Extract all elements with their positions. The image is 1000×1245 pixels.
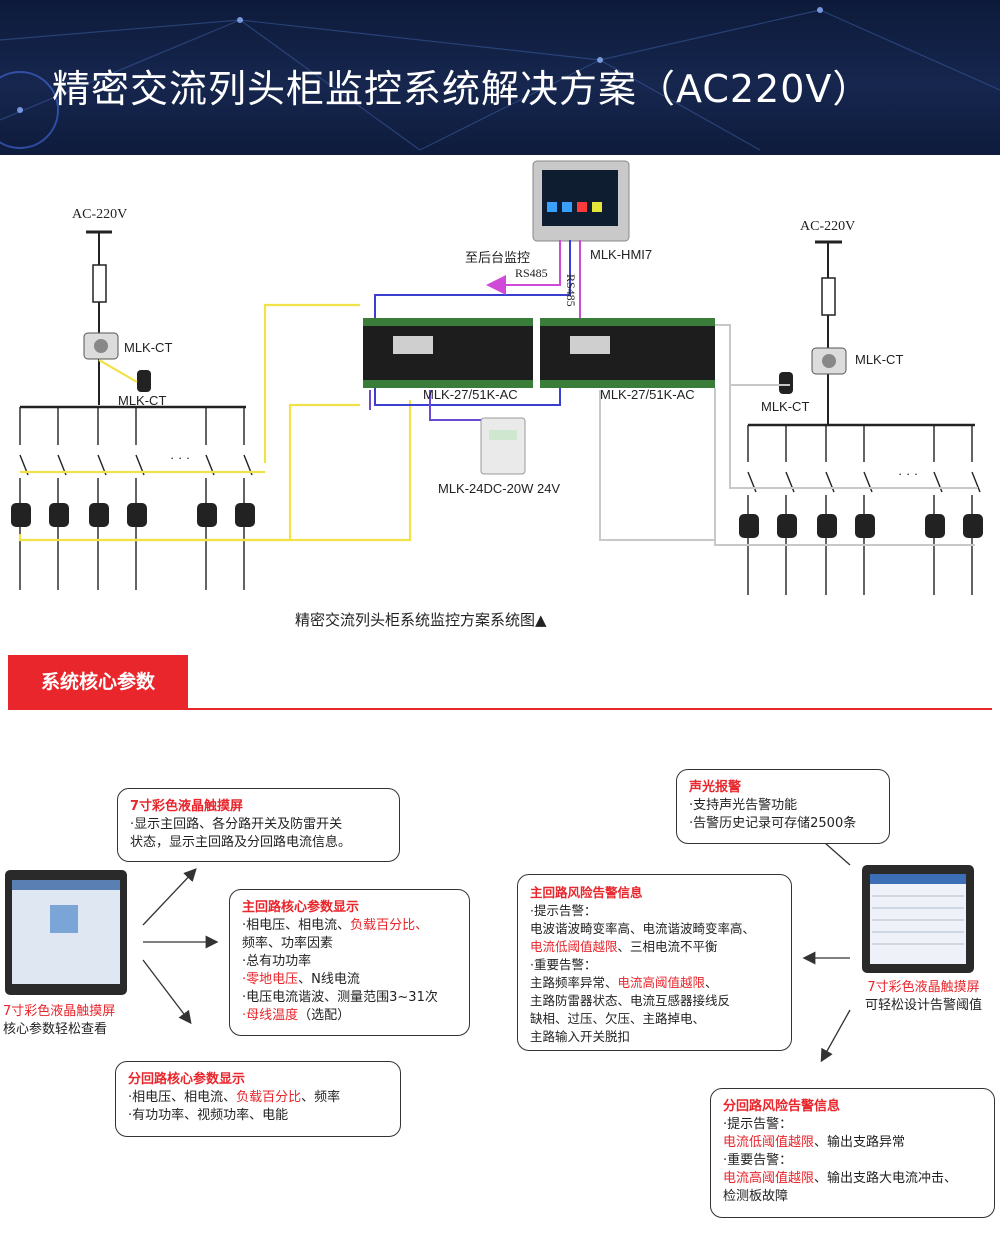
screen-feature-title: 7寸彩色液晶触摸屏 <box>130 799 244 814</box>
left-branch-ellipsis: · · · <box>170 450 191 465</box>
right-ct-sub-label: MLK-CT <box>761 399 810 414</box>
header-banner: 精密交流列头柜监控系统解决方案（AC220V） <box>0 0 1000 155</box>
module-right-device <box>540 318 715 388</box>
branch-risk-line-5: 检测板故障 <box>723 1189 789 1204</box>
left-screen-caption: 7寸彩色液晶触摸屏 核心参数轻松查看 <box>3 1003 115 1039</box>
main-risk-line-6: 主路防雷器状态、电流互感器接线反 <box>530 993 731 1008</box>
branch-params-line-2: ·有功功率、视频功率、电能 <box>128 1108 289 1123</box>
section-divider <box>8 708 992 710</box>
right-branch-ellipsis: · · · <box>898 466 919 481</box>
page-title: 精密交流列头柜监控系统解决方案（AC220V） <box>52 67 872 111</box>
alarm-box: 声光报警 ·支持声光告警功能 ·告警历史记录可存储2500条 <box>676 769 890 844</box>
main-loop-params-box: 主回路核心参数显示 ·相电压、相电流、负载百分比、 频率、功率因素 ·总有功功率… <box>229 889 470 1036</box>
main-risk-line-1: ·提示告警： <box>530 903 597 918</box>
main-loop-line-1: ·相电压、相电流、负载百分比、 <box>242 918 429 933</box>
alarm-line-1: ·支持声光告警功能 <box>689 798 798 813</box>
main-risk-alarm-box: 主回路风险告警信息 ·提示告警： 电波谐波畸变率高、电流谐波畸变率高、 电流低阈… <box>517 874 792 1051</box>
module-left-device <box>363 318 533 388</box>
branch-params-title: 分回路核心参数显示 <box>128 1072 246 1087</box>
branch-risk-line-4: 电流高阈值越限、输出支路大电流冲击、 <box>723 1171 958 1186</box>
hmi-label: MLK-HMI7 <box>590 247 653 262</box>
branch-risk-title: 分回路风险告警信息 <box>723 1099 841 1114</box>
left-yellow-wiring <box>18 303 412 542</box>
module-right-label: MLK-27/51K-AC <box>600 387 695 402</box>
main-loop-line-3: ·总有功功率 <box>242 954 312 969</box>
left-screen-caption-title: 7寸彩色液晶触摸屏 <box>3 1004 116 1019</box>
branch-params-box: 分回路核心参数显示 ·相电压、相电流、负载百分比、频率 ·有功功率、视频功率、电… <box>115 1061 401 1137</box>
left-ct-sub-label: MLK-CT <box>118 393 167 408</box>
comm-wiring <box>369 240 581 421</box>
left-source-label: AC-220V <box>72 207 128 222</box>
param-arrows <box>142 826 851 1063</box>
branch-risk-line-3: ·重要告警： <box>723 1153 793 1168</box>
rs485-label-backend: RS485 <box>515 266 548 280</box>
right-screen-caption-sub: 可轻松设计告警阈值 <box>865 998 983 1013</box>
main-loop-line-2: 频率、功率因素 <box>242 936 334 951</box>
section-title: 系统核心参数 <box>8 655 188 710</box>
power-supply-device <box>480 417 526 475</box>
right-main-ct <box>779 347 847 394</box>
right-branch-ct-sensors <box>739 514 983 538</box>
psu-label: MLK-24DC-20W 24V <box>438 481 561 496</box>
left-screen-caption-sub: 核心参数轻松查看 <box>3 1022 108 1037</box>
main-risk-line-3: 电流低阈值越限、三相电流不平衡 <box>530 939 718 954</box>
right-ac-source <box>815 240 842 424</box>
right-ct-main-label: MLK-CT <box>855 352 904 367</box>
left-ac-source <box>86 230 112 405</box>
main-risk-line-8: 主路输入开关脱扣 <box>530 1029 631 1044</box>
param-arrows-and-screens <box>5 826 974 1063</box>
main-risk-line-5: 主路频率异常、电流高阈值越限、 <box>530 975 718 990</box>
right-screen-caption: 7寸彩色液晶触摸屏 可轻松设计告警阈值 <box>865 979 982 1015</box>
right-source-label: AC-220V <box>800 219 856 234</box>
main-risk-line-2: 电波谐波畸变率高、电流谐波畸变率高、 <box>530 921 756 936</box>
left-branches <box>19 407 253 590</box>
left-ct-main-label: MLK-CT <box>124 340 173 355</box>
main-loop-line-4: ·零地电压、N线电流 <box>242 972 360 987</box>
main-risk-line-4: ·重要告警： <box>530 957 597 972</box>
screen-feature-line-1: ·显示主回路、各分路开关及防雷开关 <box>130 817 343 832</box>
hmi-device <box>532 160 630 242</box>
backend-monitoring-label: 至后台监控 <box>465 250 531 265</box>
system-wiring-diagram <box>11 160 983 595</box>
main-risk-title: 主回路风险告警信息 <box>530 885 643 900</box>
alarm-title: 声光报警 <box>689 780 742 795</box>
screen-feature-box: 7寸彩色液晶触摸屏 ·显示主回路、各分路开关及防雷开关 状态，显示主回路及分回路… <box>117 788 400 862</box>
left-main-ct <box>83 332 151 392</box>
left-touchscreen-device <box>5 870 127 995</box>
main-risk-line-7: 缺相、过压、欠压、主路掉电、 <box>530 1011 706 1026</box>
branch-risk-line-1: ·提示告警： <box>723 1117 793 1132</box>
main-loop-line-5: ·电压电流谐波、测量范围3~31次 <box>242 990 438 1005</box>
banner-network-graphic <box>0 7 1000 151</box>
right-touchscreen-device <box>862 865 974 973</box>
right-screen-caption-title: 7寸彩色液晶触摸屏 <box>867 980 980 995</box>
right-branches <box>747 425 981 595</box>
diagram-caption: 精密交流列头柜系统监控方案系统图▲ <box>295 611 547 629</box>
branch-risk-alarm-box: 分回路风险告警信息 ·提示告警： 电流低阈值越限、输出支路异常 ·重要告警： 电… <box>710 1088 995 1218</box>
alarm-line-2: ·告警历史记录可存储2500条 <box>689 816 857 831</box>
screen-feature-line-2: 状态，显示主回路及分回路电流信息。 <box>130 835 352 850</box>
rs485-label-vertical: RS485 <box>564 274 578 307</box>
branch-risk-line-2: 电流低阈值越限、输出支路异常 <box>723 1135 906 1150</box>
branch-params-line-1: ·相电压、相电流、负载百分比、频率 <box>128 1090 341 1105</box>
right-gray-wiring <box>599 324 978 546</box>
main-loop-line-6: ·母线温度（选配） <box>242 1008 351 1023</box>
module-left-label: MLK-27/51K-AC <box>423 387 518 402</box>
left-branch-ct-sensors <box>11 503 255 527</box>
main-loop-params-title: 主回路核心参数显示 <box>242 900 360 915</box>
